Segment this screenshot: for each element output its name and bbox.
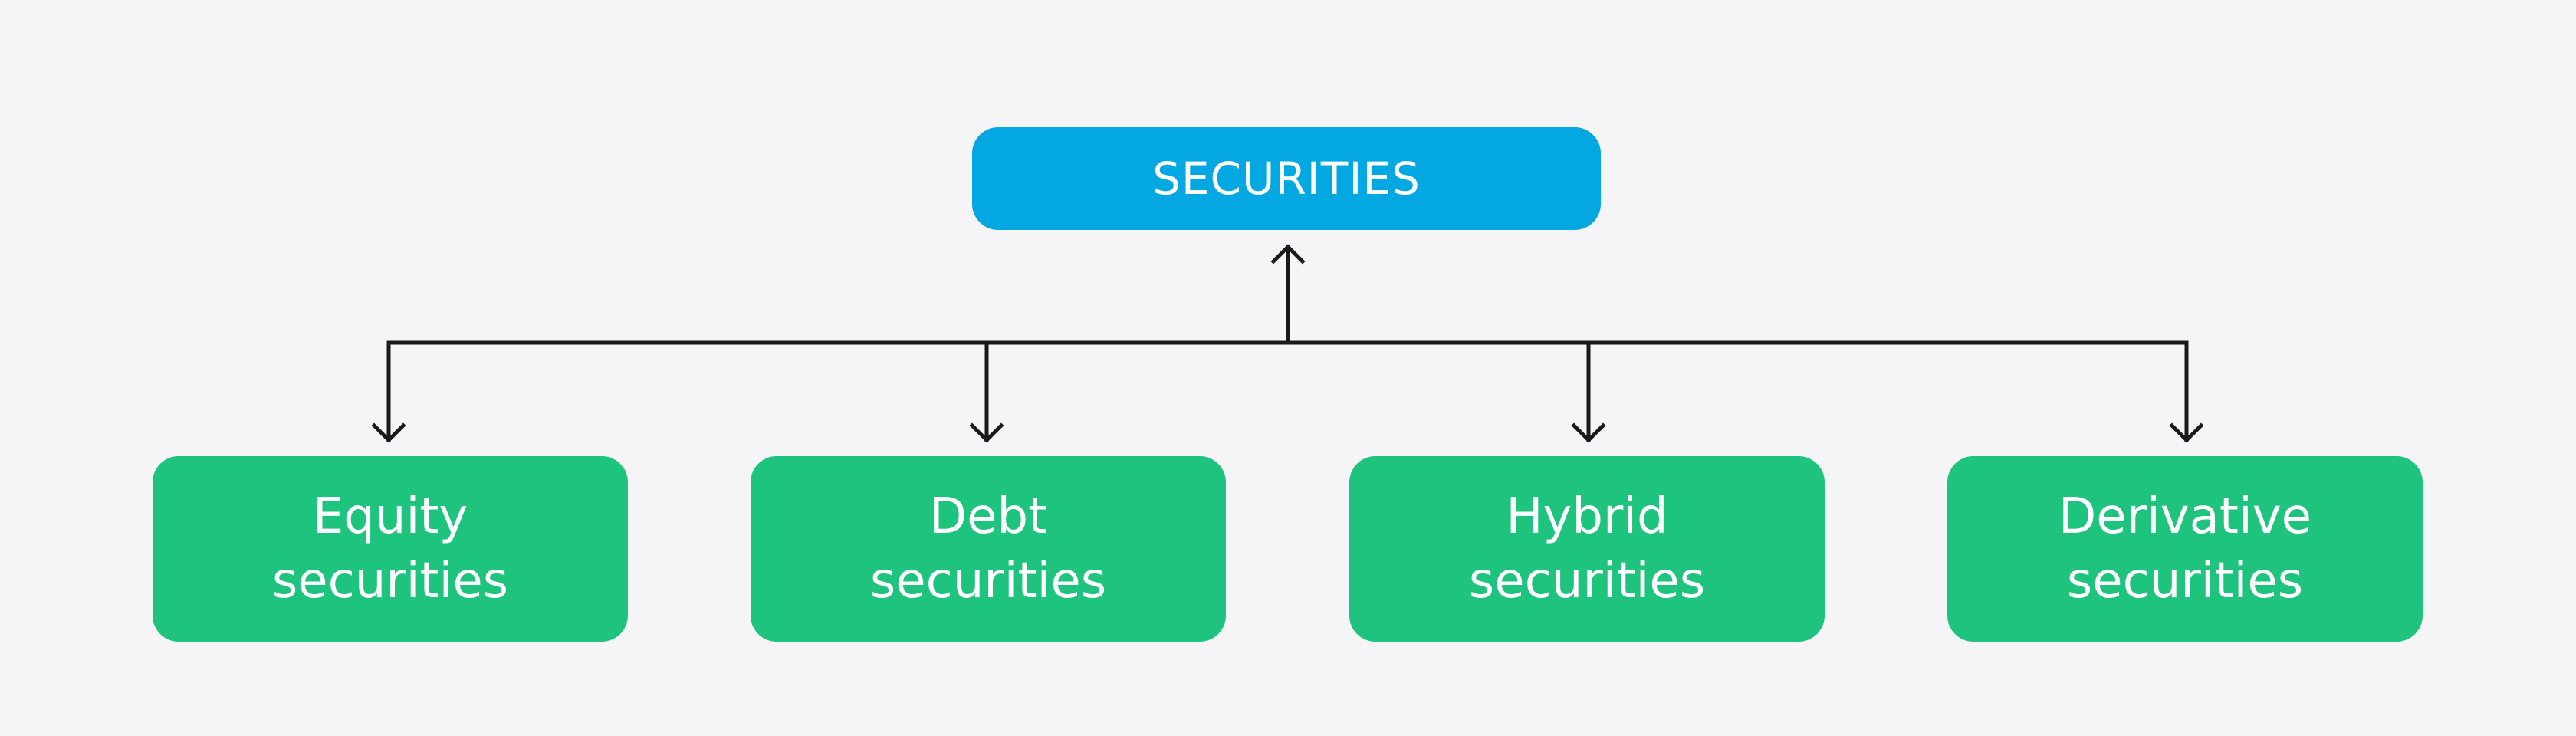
- securities-root-label: SECURITIES: [1152, 153, 1421, 205]
- securities-root-node: SECURITIES: [972, 127, 1601, 230]
- derivative-securities-label: Derivative securities: [2058, 485, 2312, 613]
- hybrid-securities-node: Hybrid securities: [1349, 456, 1825, 642]
- equity-label-line-1: Equity: [312, 488, 468, 545]
- derivative-label-line-1: Derivative: [2058, 488, 2312, 545]
- arrowhead-to-equity: [371, 422, 406, 443]
- debt-securities-label: Debt securities: [870, 485, 1106, 613]
- debt-label-line-1: Debt: [928, 488, 1048, 545]
- equity-label-line-2: securities: [271, 553, 509, 610]
- arrowhead-to-debt: [969, 422, 1004, 443]
- derivative-securities-node: Derivative securities: [1947, 456, 2423, 642]
- hybrid-label-line-2: securities: [1468, 553, 1706, 610]
- hybrid-label-line-1: Hybrid: [1506, 488, 1668, 545]
- equity-securities-label: Equity securities: [272, 485, 508, 613]
- derivative-label-line-2: securities: [2066, 553, 2304, 610]
- arrowhead-to-derivative: [2169, 422, 2204, 443]
- debt-label-line-2: securities: [869, 553, 1107, 610]
- equity-securities-node: Equity securities: [153, 456, 628, 642]
- debt-securities-node: Debt securities: [751, 456, 1226, 642]
- arrowhead-to-root: [1270, 244, 1306, 264]
- arrowhead-to-hybrid: [1571, 422, 1606, 443]
- hybrid-securities-label: Hybrid securities: [1469, 485, 1705, 613]
